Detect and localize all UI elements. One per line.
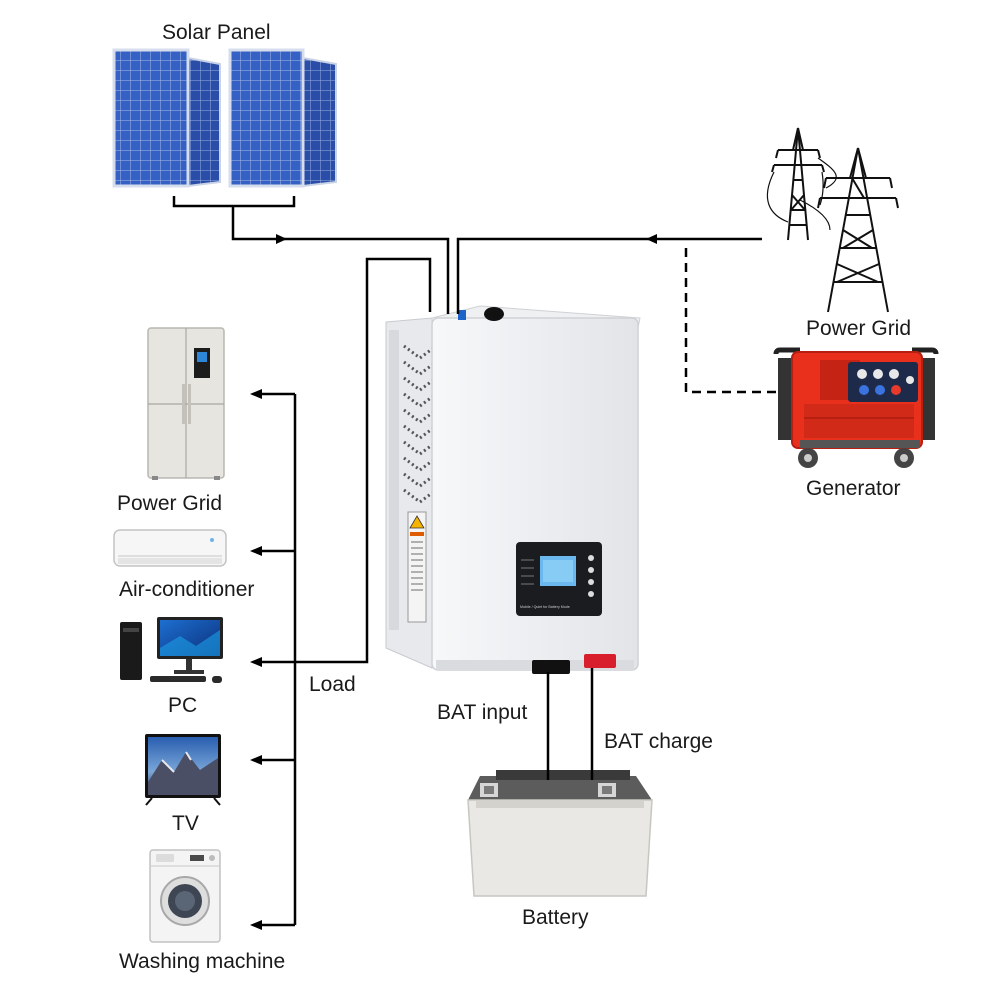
solar-arrow (276, 234, 287, 244)
solar-connection-line (172, 196, 450, 314)
load-arrow-tv (250, 755, 262, 765)
washing-machine-icon (149, 849, 221, 943)
tv-label: TV (172, 812, 199, 835)
load-connection-line (260, 257, 432, 927)
battery-icon (467, 770, 653, 897)
bat-input-label: BAT input (437, 701, 528, 724)
power-grid-label: Power Grid (806, 317, 912, 340)
bat-charge-label: BAT charge (604, 730, 713, 753)
air-conditioner-label: Air-conditioner (119, 578, 255, 601)
pc-icon (120, 617, 223, 683)
generator-icon (773, 347, 939, 468)
battery-connection-line (546, 668, 594, 780)
air-conditioner-icon (113, 529, 227, 567)
inverter-icon (385, 305, 641, 674)
load-arrow-fridge (250, 389, 262, 399)
solar-panel-icon (112, 48, 337, 188)
refrigerator-label: Power Grid (117, 492, 223, 515)
load-arrow-pc (250, 657, 262, 667)
inverter-screen-text: Mobile / Quiet for Battery Mode (520, 605, 570, 609)
solar-panel-label: Solar Panel (162, 21, 271, 44)
transmission-tower-icon (766, 127, 899, 313)
washing-machine-label: Washing machine (119, 950, 286, 973)
refrigerator-icon (147, 327, 225, 480)
battery-label: Battery (522, 906, 589, 929)
pc-label: PC (168, 694, 198, 717)
generator-connection-line (684, 248, 780, 394)
grid-arrow (646, 234, 657, 244)
tv-icon (145, 734, 221, 806)
load-label: Load (309, 673, 356, 696)
generator-label: Generator (806, 477, 901, 500)
load-arrow-washer (250, 920, 262, 930)
load-arrow-ac (250, 546, 262, 556)
grid-connection-line (456, 237, 762, 314)
